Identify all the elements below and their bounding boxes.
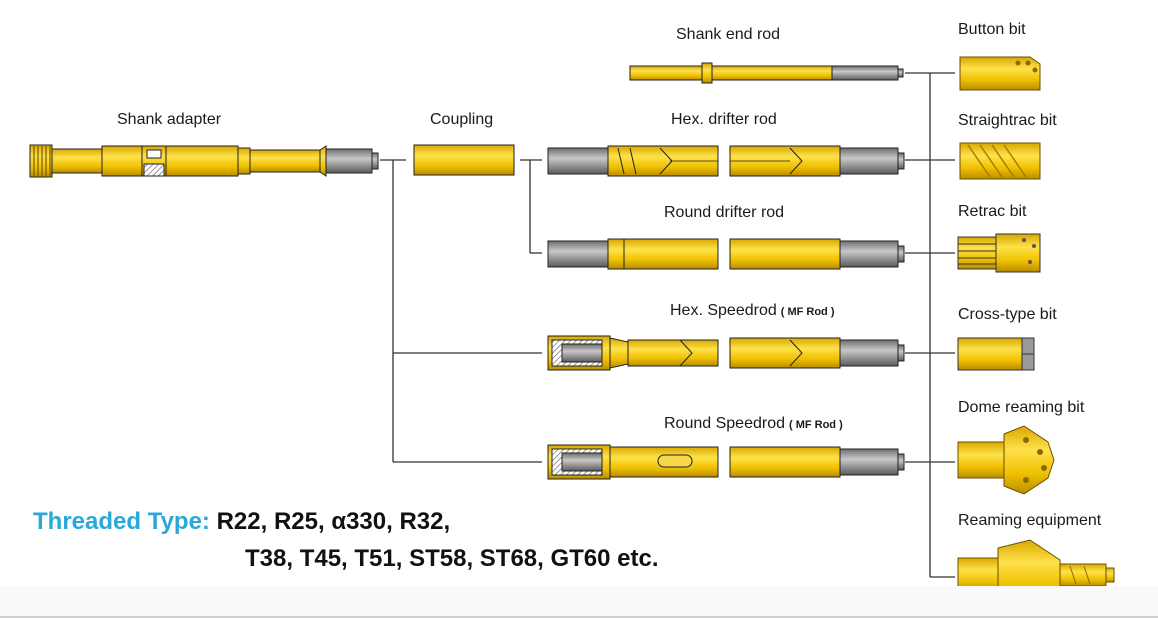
round-speedrod-name: Round Speedrod (664, 415, 785, 432)
hex-drifter-rod (547, 145, 905, 177)
hex-speedrod-label: Hex. Speedrod( MF Rod ) (670, 302, 835, 320)
threaded-type-values-1: R22, R25, α330, R32, (209, 508, 451, 535)
button-bit (959, 56, 1041, 91)
shank-adapter (29, 144, 379, 178)
hex-speedrod-note: ( MF Rod ) (780, 306, 835, 318)
cross-type-bit-label: Cross-type bit (958, 306, 1057, 323)
straightrac-bit-label: Straightrac bit (958, 112, 1057, 129)
dome-reaming-bit (957, 425, 1055, 495)
coupling (413, 144, 515, 176)
hex-speedrod-name: Hex. Speedrod (670, 302, 777, 319)
threaded-type-key: Threaded Type: (33, 508, 210, 535)
round-drifter-rod-label: Round drifter rod (664, 204, 785, 221)
reaming-equipment-label: Reaming equipment (958, 512, 1102, 529)
button-bit-label: Button bit (958, 21, 1026, 38)
threaded-type-line1: Threaded Type: R22, R25, α330, R32, (33, 508, 450, 536)
round-drifter-rod (547, 238, 905, 270)
hex-drifter-rod-label: Hex. drifter rod (671, 111, 777, 128)
straightrac-bit (959, 142, 1041, 180)
hex-speedrod (547, 335, 905, 371)
cross-type-bit (957, 337, 1035, 371)
retrac-bit-label: Retrac bit (958, 203, 1027, 220)
shank-adapter-label: Shank adapter (117, 111, 222, 128)
shank-end-rod (629, 62, 904, 84)
shank-end-rod-label: Shank end rod (676, 26, 781, 43)
footer-divider (0, 616, 1158, 618)
coupling-label: Coupling (430, 111, 494, 128)
dome-reaming-bit-label: Dome reaming bit (958, 399, 1085, 416)
round-speedrod-label: Round Speedrod( MF Rod ) (664, 415, 843, 433)
round-speedrod-note: ( MF Rod ) (788, 419, 843, 431)
connector-lines (380, 72, 955, 578)
footer-band (0, 586, 1158, 616)
round-speedrod (547, 444, 905, 480)
retrac-bit (957, 233, 1041, 273)
threaded-type-values-2: T38, T45, T51, ST58, ST68, GT60 etc. (245, 545, 659, 572)
